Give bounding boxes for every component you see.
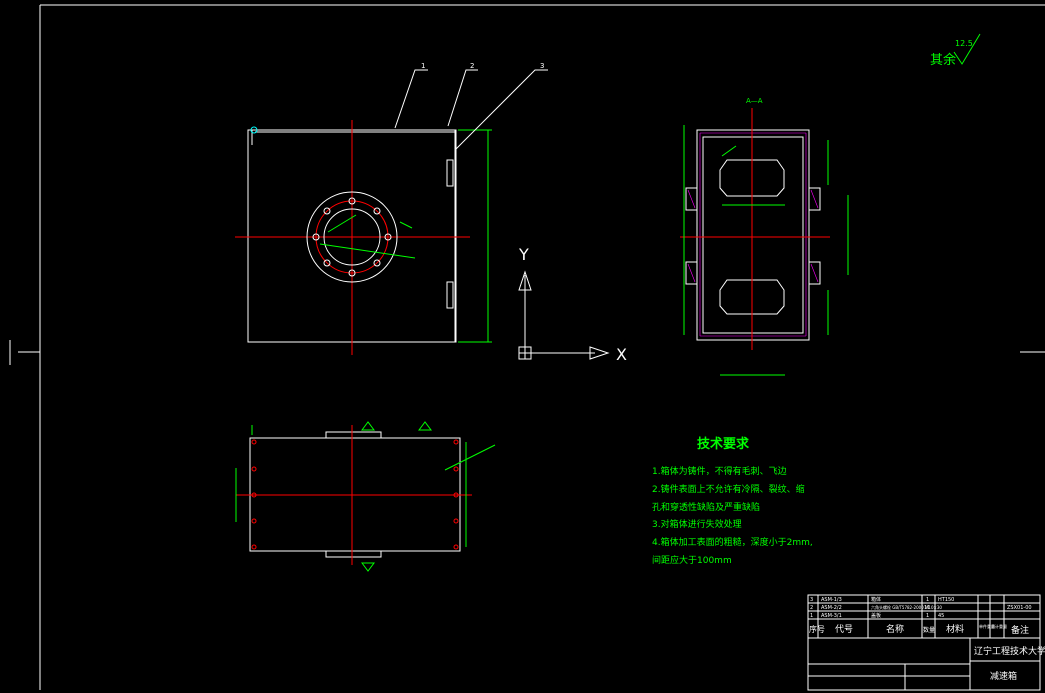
leader-2 [447,69,478,127]
balloon-3: 3 [540,62,544,70]
corner-mark [250,126,258,134]
tb-row-1-material: 45 [938,613,944,619]
tb-row-3-material: HT150 [938,597,954,603]
roughness-value: 12.5 [955,39,973,48]
bolt-holes [312,197,392,277]
section-label: A—A [746,97,763,105]
tech-line-1: 1.箱体为铸件，不得有毛刺、飞边 [652,465,787,477]
tb-row-2-qty: 11 [924,605,930,611]
tech-line-3: 孔和穿透性缺陷及严重缺陷 [652,501,760,513]
tb-header-total-weight: 总计重量 [991,623,1007,629]
tech-line-2: 2.铸件表面上不允许有冷隔、裂纹、缩 [652,483,805,495]
tb-row-2-seq: 2 [810,605,813,611]
roughness-symbol: 其余 12.5 [930,33,981,68]
tech-line-6: 间距应大于100mm [652,554,732,566]
tb-row-1-seq: 1 [810,613,813,619]
technical-requirements: 技术要求 1.箱体为铸件，不得有毛刺、飞边 2.铸件表面上不允许有冷隔、裂纹、缩… [652,436,813,566]
ucs-x-label: X [616,345,627,364]
bore-outer [306,191,398,283]
tb-row-2-code: ASM-2/2 [821,605,842,611]
tb-header-unit-weight: 单件重量 [979,623,995,629]
roughness-mark [953,33,981,65]
section-view: A—A [680,97,849,376]
drawing-frame [9,4,1045,690]
tb-row-3-code: ASM-1/3 [821,597,842,603]
tech-title: 技术要求 [697,436,750,452]
front-view: 1 2 3 [235,62,548,355]
ucs-icon [518,270,610,360]
tb-row-1-qty: 1 [926,613,929,619]
leader-3 [454,69,548,151]
tech-line-4: 3.对箱体进行失效处理 [652,518,742,530]
top-view [235,421,496,572]
tb-row-3-seq: 3 [810,597,813,603]
balloon-2: 2 [470,62,474,70]
bore-inner [323,208,381,266]
tb-drawing-no: ZSX01-00 [1007,605,1032,611]
bore-bolt-circle [315,200,389,274]
tb-row-3-name: 箱体 [871,596,881,603]
tb-header-seq: 序号 [809,624,825,634]
tb-header-code: 代号 [835,624,853,635]
tb-drawing-name: 减速箱 [990,670,1017,682]
leader-1 [394,69,428,129]
tb-header-material: 材料 [946,623,964,635]
tb-header-remarks: 备注 [1011,624,1029,636]
tb-header-name: 名称 [886,623,904,635]
tb-row-1-name: 盖板 [871,612,881,619]
title-block: 3 ASM-1/3 箱体 1 HT150 2 ASM-2/2 六角头螺栓 GB/… [807,594,1045,691]
ucs-y-label: Y [518,245,529,264]
tech-line-5: 4.箱体加工表面的粗糙，深度小于2mm, [652,536,813,548]
balloon-1: 1 [421,62,425,70]
roughness-label: 其余 [930,52,956,68]
tb-school: 辽宁工程技术大学 [974,645,1045,657]
tb-row-2-name: 六角头螺栓 GB/T5782-2000 M10×30 [871,604,942,610]
tb-row-1-code: ASM-3/1 [821,613,842,619]
tb-header-qty: 数量 [923,626,935,634]
tb-row-3-qty: 1 [926,597,929,603]
